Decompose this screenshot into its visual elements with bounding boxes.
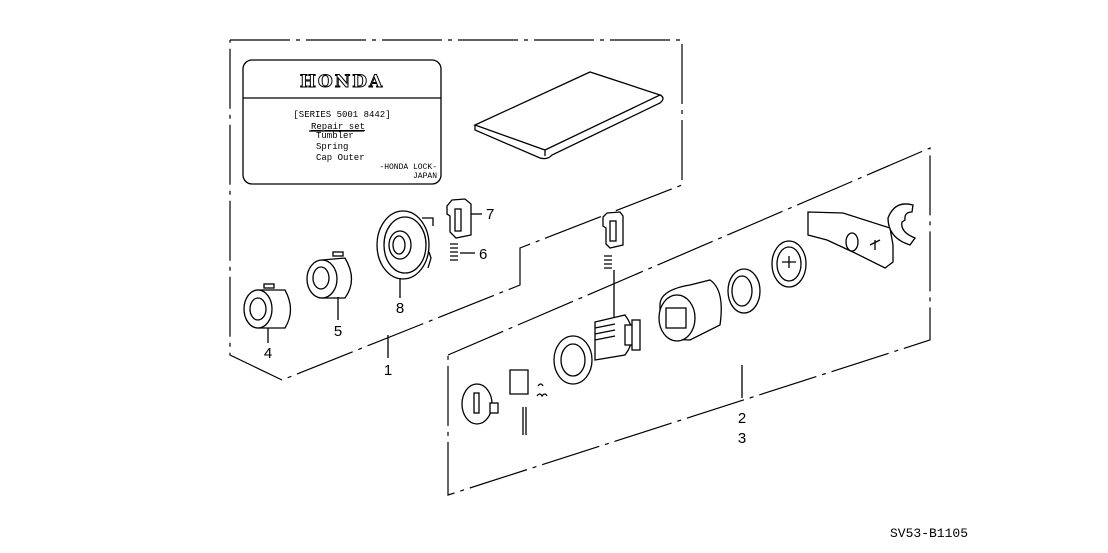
- label-maker-2: JAPAN: [413, 172, 437, 181]
- label-series: [SERIES 5001 8442]: [293, 110, 390, 120]
- callout-2[interactable]: 2: [738, 410, 746, 427]
- drawing-code: SV53-B1105: [890, 526, 968, 541]
- assembly-e-clip: [887, 203, 917, 246]
- part-7-tumbler: [446, 198, 482, 239]
- pouch-illustration: [473, 71, 664, 160]
- assembly-housing: [658, 279, 722, 342]
- assembly-shutter: [461, 383, 499, 425]
- assembly-bracket: [509, 369, 548, 435]
- part-6-spring: [450, 243, 475, 261]
- callout-6[interactable]: 6: [479, 246, 487, 263]
- assembly-spring-ring: [771, 240, 807, 288]
- label-item-1: Spring: [316, 142, 348, 152]
- label-item-2: Cap Outer: [316, 153, 365, 163]
- callout-4[interactable]: 4: [264, 345, 272, 362]
- label-maker-1: -HONDA LOCK-: [379, 163, 437, 172]
- assembly-boundary: [447, 147, 931, 496]
- callout-3[interactable]: 3: [738, 430, 746, 447]
- callout-1[interactable]: 1: [384, 362, 392, 379]
- assembly-lock-cylinder: [553, 314, 641, 385]
- part-4-cap-outer: [243, 283, 292, 343]
- label-item-0: Tumbler: [316, 131, 354, 141]
- label-title: Repair set: [311, 122, 365, 132]
- part-5-cap-outer: [306, 251, 353, 320]
- kit-boundary: [229, 39, 683, 381]
- label-brand: HONDA: [300, 72, 384, 92]
- assembly-tumbler: [602, 211, 624, 322]
- callout-7[interactable]: 7: [486, 206, 494, 223]
- callout-8[interactable]: 8: [396, 300, 404, 317]
- callout-5[interactable]: 5: [334, 323, 342, 340]
- assembly-lever-plate: [807, 211, 894, 269]
- assembly-ring: [727, 268, 761, 314]
- part-8-cap: [376, 210, 434, 298]
- label-card: HONDA [SERIES 5001 8442] Repair set Tumb…: [242, 59, 442, 185]
